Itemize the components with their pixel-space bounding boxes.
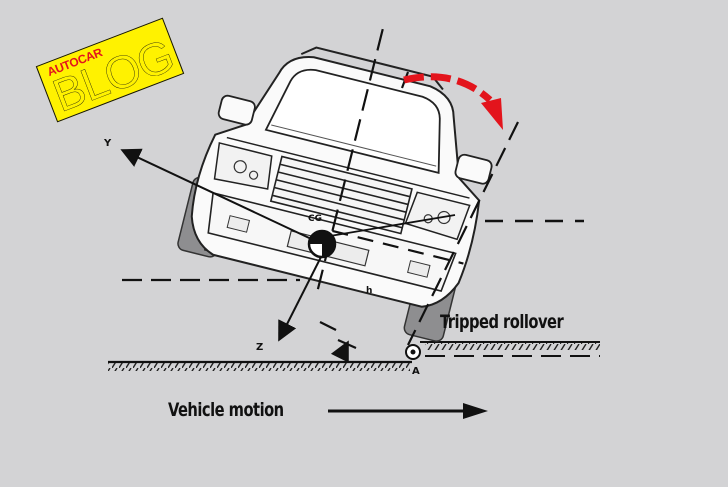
height-label: h: [366, 286, 373, 296]
vehicle-horizontal-axis: [332, 229, 464, 265]
z-axis-label: Z: [256, 342, 264, 353]
rollover-limit-line: [407, 121, 519, 346]
cg-label: CG: [308, 214, 322, 224]
z-axis-arrow: [278, 252, 324, 342]
pivot-label: A: [412, 366, 420, 377]
tripped-rollover-caption: Tripped rollover: [440, 311, 564, 333]
y-axis-arrow: [120, 148, 323, 245]
ground-surface: [108, 360, 412, 371]
curved-arrow-clockwise-icon: [403, 73, 503, 130]
vehicle-motion-caption: Vehicle motion: [168, 399, 284, 421]
suv-front-view: [177, 28, 493, 342]
center-of-gravity-symbol: [307, 229, 337, 259]
y-axis-label: Y: [104, 138, 112, 149]
arrow-right-icon: [328, 403, 488, 419]
left-mirror: [217, 94, 256, 126]
cg-height-marker: [319, 321, 357, 363]
curb-surface: [420, 341, 600, 357]
pivot-circle: [405, 344, 421, 360]
right-mirror: [454, 153, 493, 185]
